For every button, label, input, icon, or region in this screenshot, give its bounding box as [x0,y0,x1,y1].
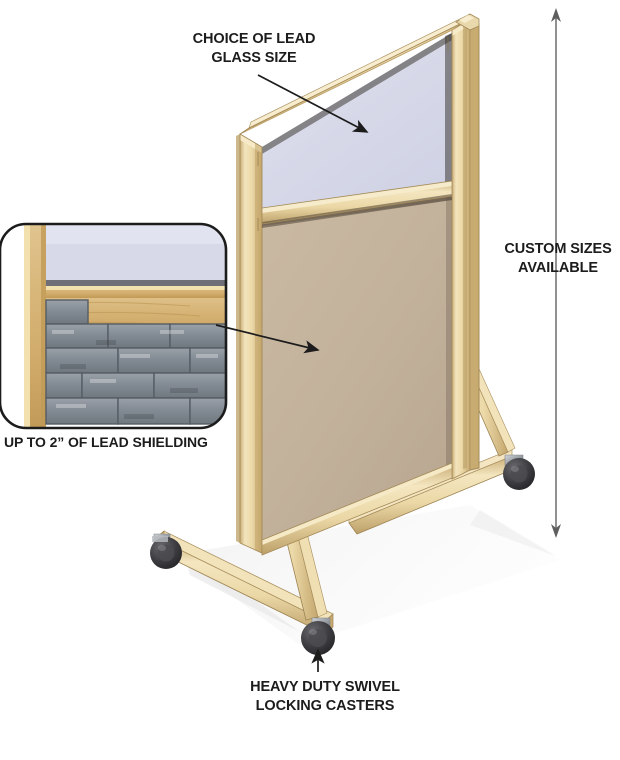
caster-rear-right [503,454,535,490]
annotation-lines [215,8,561,672]
callout-lead-shielding: UP TO 2” OF LEAD SHIELDING [4,434,208,450]
detail-inset-border [0,222,228,430]
screen-panel [236,13,480,556]
height-dimension-line [551,8,561,538]
lead-lined-panel [262,193,452,553]
caster-front-left [150,533,182,569]
callout-casters: HEAVY DUTY SWIVEL LOCKING CASTERS [250,679,400,714]
callout-custom-sizes: CUSTOM SIZES AVAILABLE [504,241,612,276]
frame-right-stile [452,19,470,479]
glass-leader-line [257,74,369,133]
shielding-leader-line [215,324,320,354]
screen-legs [262,553,276,625]
callout-lead-glass: CHOICE OF LEAD GLASS SIZE [192,31,316,66]
detail-inset-lead-shielding [0,222,228,430]
lead-brick-courses [45,299,226,425]
caster-front-right [301,617,335,655]
